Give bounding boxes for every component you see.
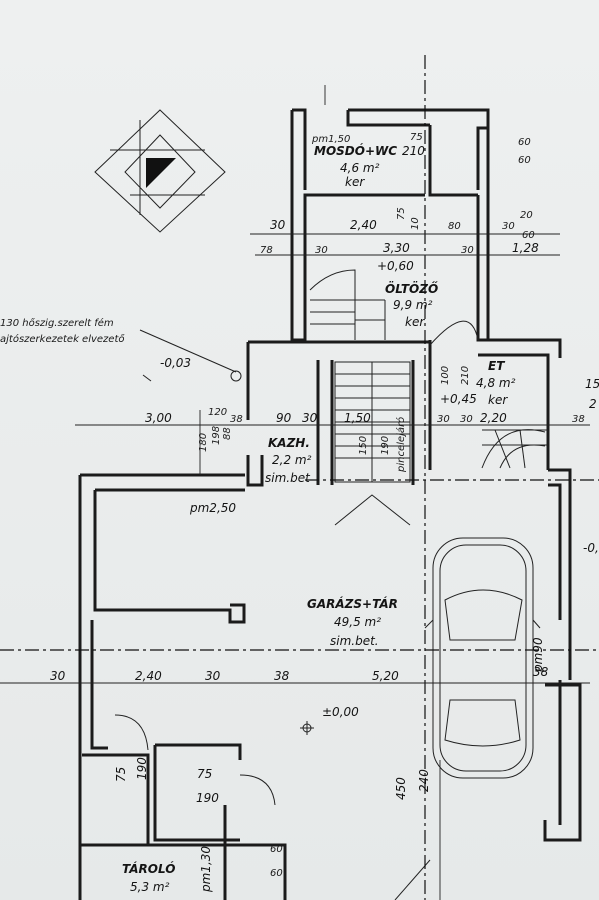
dim-label: 38 bbox=[533, 665, 549, 679]
dim-label: 120 bbox=[208, 407, 227, 418]
annotations: 130 hőszig.szerelt fém ajtószerkezetek e… bbox=[0, 259, 599, 893]
dim-label: 30 bbox=[460, 414, 473, 425]
dim-label: 2,40 bbox=[350, 218, 377, 232]
dim-label: 240 bbox=[417, 769, 431, 792]
dim-label: 30 bbox=[205, 669, 221, 683]
note-line-1: 130 hőszig.szerelt fém bbox=[0, 317, 114, 329]
room-kazh-floor: sim.bet bbox=[265, 471, 311, 485]
dim-label: 2,40 bbox=[135, 669, 162, 683]
dim-label: 10 bbox=[410, 217, 421, 230]
walls-garage bbox=[78, 468, 582, 900]
room-mosdo-area: 4,6 m² bbox=[340, 161, 380, 175]
dim-label: 75 bbox=[410, 132, 423, 143]
dim-label: 75 bbox=[114, 767, 128, 782]
room-oltozo-name: ÖLTÖZŐ bbox=[385, 281, 438, 296]
dim-label: 180 bbox=[198, 433, 209, 452]
dim-label: 88 bbox=[222, 427, 233, 440]
dim-label: 60 bbox=[270, 868, 283, 879]
dim-label: 80 bbox=[448, 221, 461, 232]
dim-label: 30 bbox=[302, 411, 318, 425]
dim-label: 60 bbox=[522, 230, 535, 241]
dim-label: 75 bbox=[396, 207, 407, 220]
room-mosdo-dim: 210 bbox=[402, 144, 425, 158]
dim-label: 1,50 bbox=[344, 411, 371, 425]
room-et-floor: ker bbox=[488, 393, 508, 407]
room-tarolo-name: TÁROLÓ bbox=[122, 861, 175, 876]
dim-label: 5,20 bbox=[372, 669, 399, 683]
dim-label: 38 bbox=[572, 414, 585, 425]
stair-pincelejaro bbox=[334, 361, 411, 526]
dim-label: 30 bbox=[270, 218, 286, 232]
dim-label: 30 bbox=[315, 245, 328, 256]
dim-label: 190 bbox=[196, 791, 219, 805]
pm250-label: pm2,50 bbox=[189, 501, 236, 515]
room-et-area: 4,8 m² bbox=[476, 376, 516, 390]
dim-label: 1,28 bbox=[512, 241, 539, 255]
room-oltozo-floor: ker bbox=[405, 315, 425, 329]
dim-label: 2,20 bbox=[480, 411, 507, 425]
pincelejaro-label: pincelejáró bbox=[395, 417, 407, 473]
room-garazs-area: 49,5 m² bbox=[334, 615, 381, 629]
walls-upper bbox=[246, 108, 562, 487]
room-garazs-floor: sim.bet. bbox=[330, 634, 379, 648]
dim-label: 75 bbox=[197, 767, 212, 781]
dim-label: 190 bbox=[380, 436, 391, 455]
edge-2-label: 2 bbox=[589, 397, 597, 411]
dim-label: 20 bbox=[520, 210, 533, 221]
level-minus-003: -0,03 bbox=[160, 356, 191, 370]
level-marker-icon bbox=[142, 370, 314, 735]
room-kazh-area: 2,2 m² bbox=[272, 453, 312, 467]
car-outline bbox=[424, 537, 541, 779]
dim-label: 38 bbox=[230, 414, 243, 425]
dim-label: 3,00 bbox=[145, 411, 172, 425]
pm130-label: pm1,30 bbox=[199, 846, 213, 893]
dim-label: 210 bbox=[460, 366, 471, 385]
dim-label: 100 bbox=[440, 366, 451, 385]
dim-label: 60 bbox=[270, 844, 283, 855]
room-labels: MOSDÓ+WC 210 pm1,50 4,6 m² ker ÖLTÖZŐ 9,… bbox=[122, 134, 516, 894]
room-mosdo-name: MOSDÓ+WC bbox=[314, 143, 397, 158]
dim-label: 38 bbox=[274, 669, 290, 683]
room-et-name: ET bbox=[488, 359, 505, 373]
stair-et bbox=[481, 429, 548, 469]
dimension-labels: 60 60 75 30 2,40 75 10 80 30 20 60 78 30… bbox=[50, 132, 585, 879]
dim-label: 190 bbox=[135, 757, 149, 780]
dim-label: 30 bbox=[461, 245, 474, 256]
edge-minus-label: -0, bbox=[583, 541, 599, 555]
note-leader bbox=[139, 329, 237, 373]
room-tarolo-area: 5,3 m² bbox=[130, 880, 170, 894]
level-plus-060: +0,60 bbox=[377, 259, 414, 273]
room-garazs-name: GARÁZS+TÁR bbox=[307, 596, 398, 611]
dim-label: 30 bbox=[437, 414, 450, 425]
dim-label: 3,30 bbox=[383, 241, 410, 255]
dim-label: 30 bbox=[502, 221, 515, 232]
dim-label: 150 bbox=[358, 436, 369, 455]
dimension-lines bbox=[0, 85, 590, 900]
door-swings bbox=[114, 320, 479, 900]
level-plus-045: +0,45 bbox=[440, 392, 477, 406]
dim-label: 78 bbox=[260, 245, 273, 256]
note-line-2: ajtószerkezetek elvezető bbox=[0, 333, 125, 345]
grid-axes bbox=[0, 55, 599, 900]
dim-label: 60 bbox=[518, 137, 531, 148]
stair-oltozo bbox=[309, 269, 386, 340]
north-arrow-icon bbox=[94, 109, 226, 233]
room-mosdo-floor: ker bbox=[345, 175, 365, 189]
dim-label: 30 bbox=[50, 669, 66, 683]
dim-label: 60 bbox=[518, 155, 531, 166]
dim-label: 198 bbox=[211, 426, 222, 445]
dim-label: 450 bbox=[394, 777, 408, 800]
edge-15-label: 15 bbox=[585, 377, 599, 391]
room-kazh-name: KAZH. bbox=[268, 436, 310, 450]
room-oltozo-area: 9,9 m² bbox=[393, 298, 433, 312]
room-mosdo-height: pm1,50 bbox=[311, 134, 350, 145]
level-zero: ±0,00 bbox=[322, 705, 359, 719]
pm90-label: pm90 bbox=[531, 637, 545, 673]
dim-label: 90 bbox=[276, 411, 292, 425]
